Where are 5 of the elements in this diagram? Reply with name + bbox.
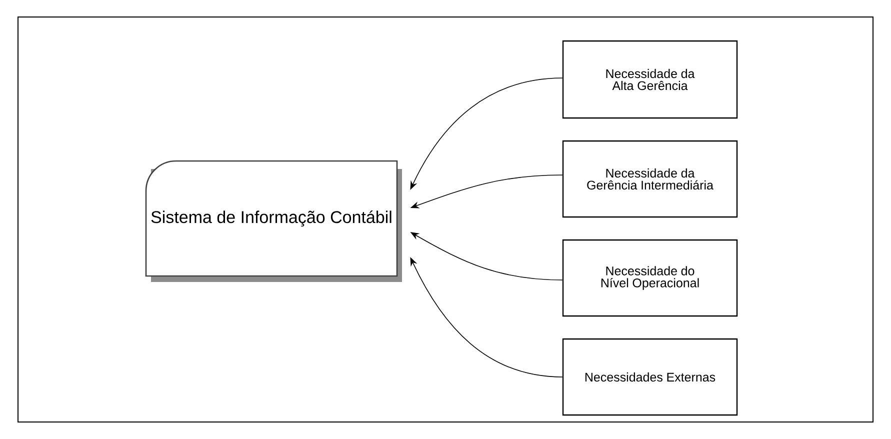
process-box: Necessidade do Nível Operacional (562, 239, 738, 317)
process-box: Necessidades Externas (562, 338, 738, 416)
process-box: Necessidade da Alta Gerência (562, 40, 738, 119)
process-box: Necessidade da Gerência Intermediária (562, 140, 738, 218)
process-box: Sistema de Informação Contábil (145, 160, 402, 282)
